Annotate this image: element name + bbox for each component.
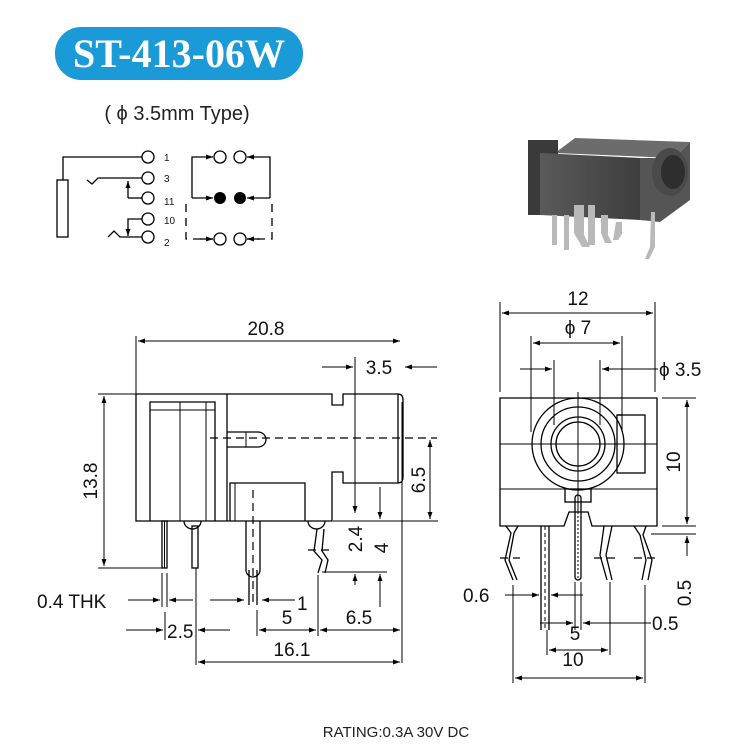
model-title: ST-413-06W (73, 31, 285, 76)
pin-circle (141, 191, 155, 205)
dim-pin-left: 0.6 (463, 586, 489, 607)
dim-thickness: 0.4 THK (37, 592, 107, 613)
pin-label: 11 (164, 197, 175, 208)
plug-symbol (56, 179, 69, 238)
pin-circle (141, 230, 155, 244)
dim-span: 10 (562, 650, 583, 671)
product-photo (528, 138, 690, 259)
dim-offset: 0.5 (675, 580, 696, 606)
dim-width: 12 (567, 289, 588, 310)
dim-pin-a: 2.4 (346, 525, 367, 552)
pin-label: 10 (164, 216, 176, 227)
dim-inner-dia: ϕ 3.5 (659, 360, 701, 381)
pin-circle (141, 171, 155, 185)
dim-pin-width: 1 (297, 594, 308, 615)
dim-pitch: 5 (570, 624, 581, 645)
pin-label: 1 (164, 153, 170, 164)
pin-circle (141, 150, 155, 164)
dim-center-height: 6.5 (409, 467, 430, 493)
dim-pitch-c: 6.5 (346, 608, 372, 629)
pin-label: 2 (164, 238, 170, 249)
model-badge: ST-413-06W (55, 27, 303, 80)
dim-outer-dia: ϕ 7 (565, 318, 592, 339)
rating-text: RATING:0.3A 30V DC (323, 724, 470, 741)
dim-pin-span: 16.1 (274, 640, 311, 661)
dim-height: 13.8 (81, 463, 102, 500)
dim-height: 10 (664, 451, 685, 472)
pin-schematic: 1 3 11 10 2 (56, 150, 273, 249)
side-view: 20.8 3.5 13.8 6.5 2.4 4 0.4 THK 1 2.5 5 … (37, 319, 438, 665)
subtitle: ( ϕ 3.5mm Type) (104, 103, 249, 125)
dim-pin-right: 0.5 (652, 614, 678, 635)
dim-pin-b: 4 (372, 542, 393, 553)
dim-pitch-a: 2.5 (167, 622, 193, 643)
dim-pitch-b: 5 (282, 608, 293, 629)
pin-label: 3 (164, 174, 170, 185)
pin-circle (141, 212, 155, 226)
dim-length: 20.8 (248, 319, 285, 340)
dim-front: 3.5 (366, 358, 392, 379)
front-view: 12 ϕ 7 ϕ 3.5 10 0.5 0.6 0.5 5 10 (463, 289, 701, 683)
